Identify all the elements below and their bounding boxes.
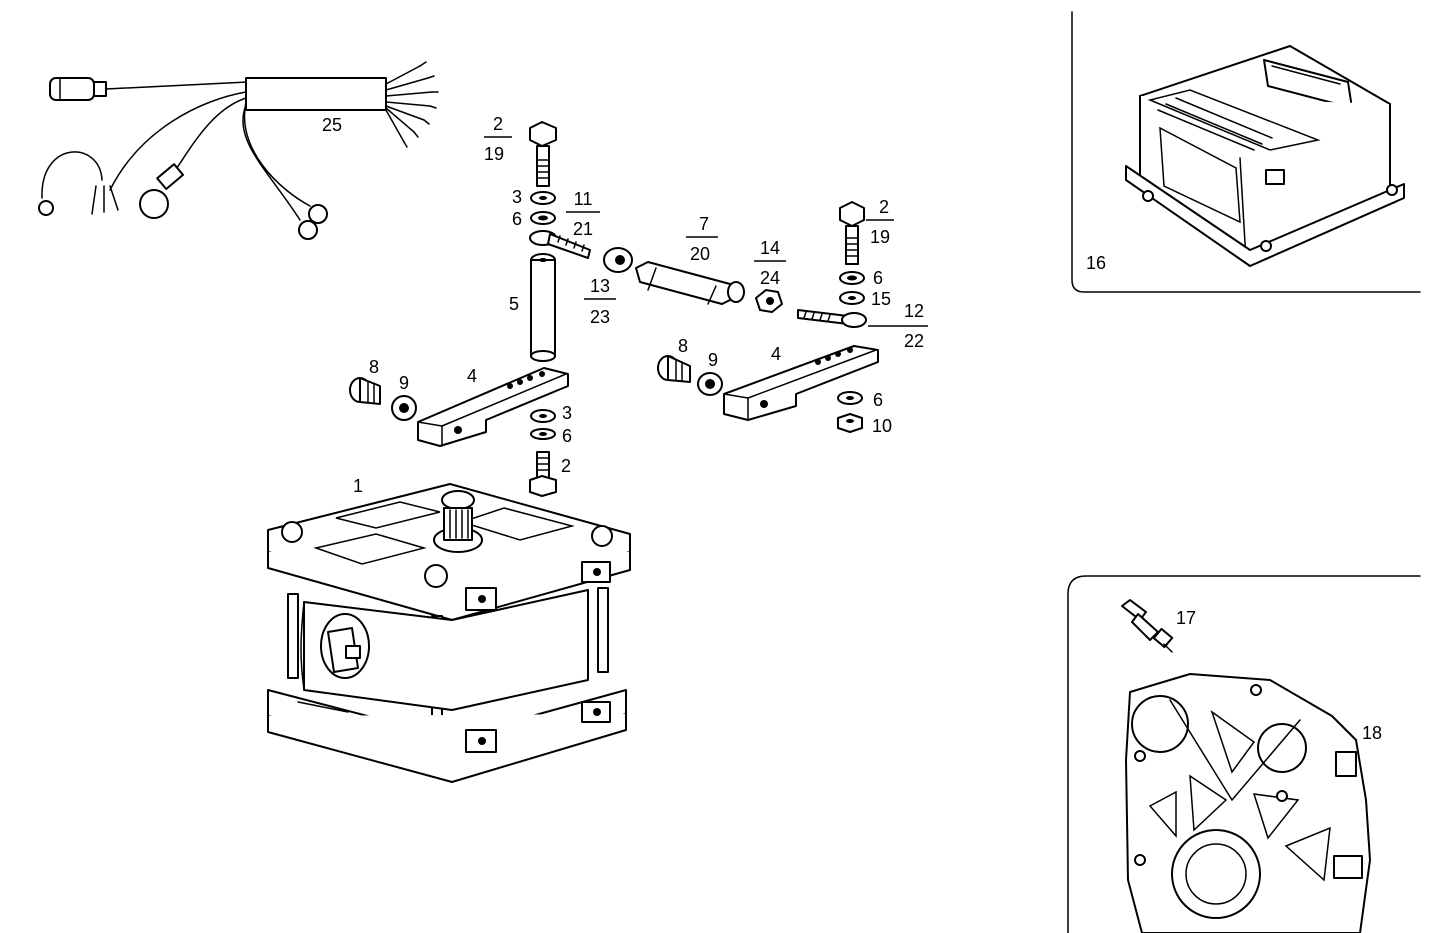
nut-14 (755, 289, 783, 313)
callout-14: 14 (760, 238, 780, 258)
ball-joint-12 (797, 309, 867, 328)
sensor-17 (1121, 599, 1174, 653)
callout-8-left: 8 (369, 357, 379, 377)
callout-2-top: 2 (493, 114, 503, 134)
callout-16: 16 (1086, 253, 1106, 273)
callout-19-right: 19 (870, 227, 890, 247)
callout-7: 7 (699, 214, 709, 234)
callout-11: 11 (574, 189, 593, 209)
callout-6-right: 6 (873, 268, 883, 288)
lever-4-left (417, 367, 569, 447)
control-unit (1125, 45, 1405, 267)
callout-19-top: 19 (484, 144, 504, 164)
spacer-5 (530, 253, 556, 362)
callout-2-lower: 2 (561, 456, 571, 476)
callout-6-top: 6 (512, 209, 522, 229)
callout-10: 10 (872, 416, 892, 436)
callout-21: 21 (573, 219, 593, 239)
bolt-8-right (657, 355, 691, 383)
bolt-upper (529, 121, 557, 187)
washer-6-right (839, 271, 865, 285)
callout-9-right: 9 (708, 350, 718, 370)
lever-4-right (723, 345, 879, 421)
frame-control-unit (1071, 11, 1421, 293)
washer-3-lower (530, 409, 556, 423)
callout-3-top: 3 (512, 187, 522, 207)
callout-2-right: 2 (879, 197, 889, 217)
washer-15 (839, 291, 865, 305)
callout-15: 15 (871, 289, 891, 309)
callout-18: 18 (1362, 723, 1382, 743)
bolt-8-left (349, 377, 381, 405)
callout-17: 17 (1176, 608, 1196, 628)
callout-9-left: 9 (399, 373, 409, 393)
rod-7 (635, 261, 745, 305)
callout-12: 12 (904, 301, 924, 321)
washer-9-left (391, 395, 417, 421)
callout-13: 13 (590, 276, 610, 296)
callout-labels: 1 2 19 3 6 11 21 7 20 13 23 5 14 24 2 19… (322, 114, 1382, 743)
callout-4-right: 4 (771, 344, 781, 364)
callout-24: 24 (760, 268, 780, 288)
ball-joint-11 (529, 230, 591, 259)
nut-10 (837, 413, 863, 433)
callout-1: 1 (353, 476, 363, 496)
wiring-harness (38, 61, 439, 240)
callout-8-right: 8 (678, 336, 688, 356)
callout-5: 5 (509, 294, 519, 314)
callout-20: 20 (690, 244, 710, 264)
callout-22: 22 (904, 331, 924, 351)
washer-6-lever-right (837, 391, 863, 405)
washer-6-upper (530, 211, 556, 225)
bolt-right (839, 201, 865, 265)
callout-6-lower: 6 (562, 426, 572, 446)
washer-9-right (697, 372, 723, 396)
washer-3-upper (530, 191, 556, 205)
callout-23: 23 (590, 307, 610, 327)
bolt-2-lower (529, 451, 557, 497)
flywheel-housing (1125, 673, 1371, 933)
callout-25: 25 (322, 115, 342, 135)
frame-housing (1067, 575, 1421, 933)
actuator-unit (267, 483, 631, 783)
washer-6-lower (530, 428, 556, 440)
callout-6-lever: 6 (873, 390, 883, 410)
callout-4-left: 4 (467, 366, 477, 386)
nut-13 (603, 247, 633, 273)
callout-3-lower: 3 (562, 403, 572, 423)
